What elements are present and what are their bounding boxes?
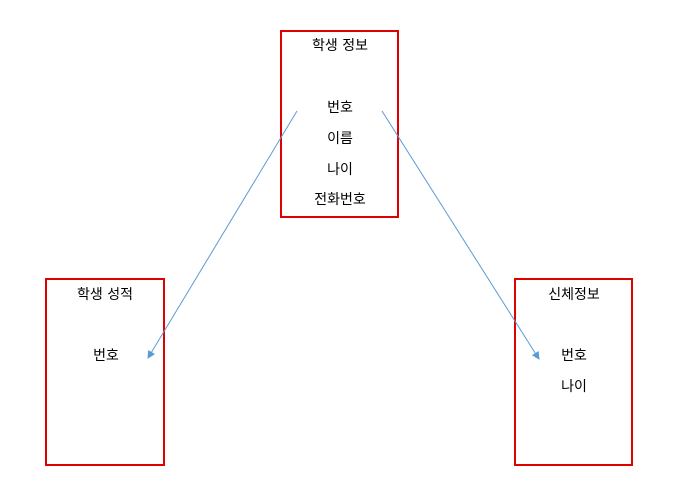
student-info-box: [280, 30, 399, 218]
student-info-field-name: 이름: [327, 131, 353, 147]
body-info-field-number: 번호: [561, 348, 587, 364]
student-info-field-age: 나이: [327, 162, 353, 178]
body-info-title: 신체정보: [548, 287, 600, 303]
student-info-field-number: 번호: [327, 100, 353, 116]
student-grades-title: 학생 성적: [77, 287, 133, 303]
student-grades-box: [45, 278, 165, 466]
student-info-field-phone: 전화번호: [314, 192, 366, 208]
body-info-box: [514, 278, 633, 466]
arrow-to-student-grades: [147, 110, 298, 359]
student-info-title: 학생 정보: [312, 38, 368, 54]
body-info-field-age: 나이: [561, 379, 587, 395]
student-grades-field-number: 번호: [93, 348, 119, 364]
